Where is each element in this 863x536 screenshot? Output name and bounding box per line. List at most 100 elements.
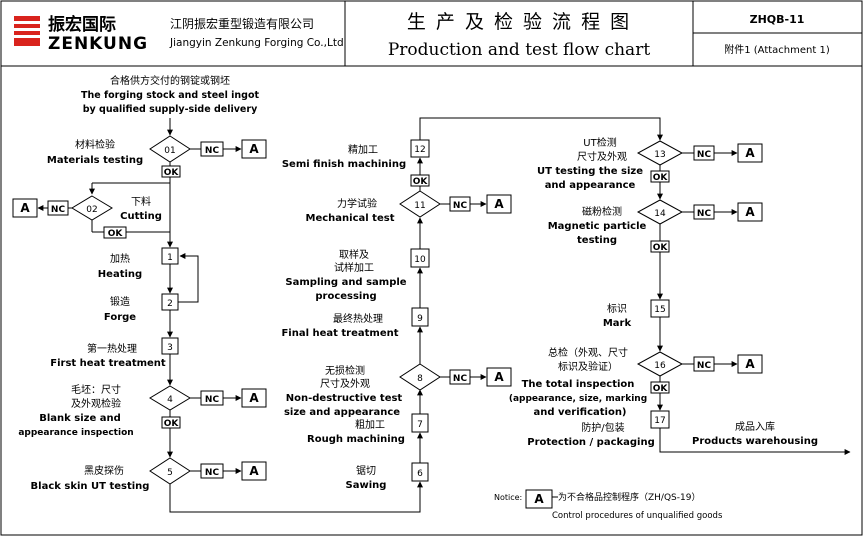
- step-10-en1: Sampling and sample: [285, 277, 406, 288]
- step-17-cn: 防护/包装: [581, 421, 624, 434]
- company-logo: 振宏国际 ZENKUNG: [14, 14, 148, 54]
- step-12-cn: 精加工: [348, 143, 378, 156]
- step-1-en: Heating: [98, 269, 142, 280]
- step-10-cn1: 取样及: [339, 248, 369, 261]
- step-14-cn: 磁粉检测: [582, 205, 622, 218]
- reject-a-5: [241, 461, 267, 481]
- reject-a-01: [241, 139, 267, 159]
- svg-text:A: A: [745, 146, 755, 160]
- step-7-en: Rough machining: [307, 434, 405, 445]
- step-11-cn: 力学试验: [337, 197, 377, 210]
- logo-cn: 振宏国际: [48, 14, 116, 35]
- step-15-en: Mark: [603, 318, 632, 329]
- step-12-en: Semi finish machining: [282, 159, 406, 170]
- source-cn: 合格供方交付的钢锭或钢坯: [110, 74, 230, 87]
- column-right: 13 UT检测 尺寸及外观 UT testing the size and ap…: [509, 136, 851, 455]
- svg-text:1: 1: [167, 253, 173, 263]
- reject-a-14: [737, 202, 763, 222]
- step-01-en: Materials testing: [47, 155, 143, 166]
- svg-text:NC: NC: [697, 361, 712, 371]
- notice-en: Control procedures of unqualified goods: [552, 511, 723, 521]
- svg-text:NC: NC: [697, 150, 712, 160]
- step-8-en2: size and appearance: [284, 407, 400, 418]
- svg-text:13: 13: [654, 150, 665, 160]
- step-13-cn1: UT检测: [583, 136, 616, 149]
- title-en: Production and test flow chart: [388, 40, 650, 60]
- svg-text:15: 15: [654, 305, 665, 315]
- step-2-en: Forge: [104, 312, 136, 323]
- svg-text:NC: NC: [453, 374, 468, 384]
- step-4-en2: appearance inspection: [18, 428, 133, 438]
- svg-text:OK: OK: [413, 177, 429, 187]
- company-cn: 江阴振宏重型锻造有限公司: [170, 16, 314, 31]
- step-02-cn: 下料: [131, 195, 151, 208]
- step-3-cn: 第一热处理: [87, 342, 137, 355]
- svg-text:NC: NC: [453, 201, 468, 211]
- step-14-en2: testing: [577, 235, 617, 246]
- svg-text:16: 16: [654, 361, 666, 371]
- svg-text:OK: OK: [164, 419, 180, 429]
- title-cn: 生 产 及 检 验 流 程 图: [407, 11, 631, 33]
- notice-label: Notice:: [494, 493, 522, 502]
- svg-text:NC: NC: [697, 209, 712, 219]
- svg-text:OK: OK: [653, 243, 669, 253]
- logo-en: ZENKUNG: [48, 34, 148, 54]
- svg-text:OK: OK: [108, 229, 124, 239]
- source-en2: by qualified supply-side delivery: [83, 104, 258, 115]
- reject-a-8: [486, 367, 512, 387]
- step-num-01: 01: [164, 146, 175, 156]
- step-10-cn2: 试样加工: [334, 261, 374, 274]
- svg-text:A: A: [745, 205, 755, 219]
- step-13-en1: UT testing the size: [537, 166, 643, 177]
- step-6-cn: 锯切: [356, 465, 376, 477]
- svg-text:NC: NC: [205, 468, 220, 478]
- svg-text:12: 12: [414, 145, 425, 155]
- svg-text:OK: OK: [653, 384, 669, 394]
- svg-text:A: A: [534, 492, 544, 506]
- svg-text:3: 3: [167, 343, 173, 353]
- svg-text:11: 11: [414, 201, 425, 211]
- svg-text:OK: OK: [164, 168, 180, 178]
- column-left: 合格供方交付的钢锭或钢坯 The forging stock and steel…: [12, 74, 423, 513]
- step-15-cn: 标识: [607, 303, 627, 315]
- step-11-en: Mechanical test: [306, 213, 395, 224]
- svg-text:A: A: [20, 201, 30, 215]
- reject-a-13: [737, 143, 763, 163]
- svg-text:8: 8: [417, 374, 423, 384]
- notice-cn: 为不合格品控制程序（ZH/QS-19）: [558, 491, 700, 503]
- svg-text:9: 9: [417, 314, 423, 324]
- step-4-cn1: 毛坯：尺寸: [71, 383, 121, 396]
- step-9-cn: 最终热处理: [333, 312, 383, 325]
- svg-text:OK: OK: [653, 173, 669, 183]
- svg-text:10: 10: [414, 255, 426, 265]
- step-14-en1: Magnetic particle: [548, 221, 647, 232]
- step-02-en: Cutting: [120, 211, 162, 222]
- warehouse-cn: 成品入库: [735, 420, 775, 433]
- ok-box-01: [161, 165, 181, 178]
- notice: Notice: A 为不合格品控制程序（ZH/QS-19） Control pr…: [494, 489, 723, 521]
- step-16-en2: (appearance, size, marking: [509, 394, 647, 404]
- svg-text:A: A: [494, 197, 504, 211]
- step-13-en2: and appearance: [545, 180, 636, 191]
- svg-text:A: A: [249, 464, 259, 478]
- svg-text:NC: NC: [205, 146, 220, 156]
- step-3-en: First heat treatment: [50, 358, 166, 369]
- warehouse-en: Products warehousing: [692, 436, 818, 447]
- header: 振宏国际 ZENKUNG 江阴振宏重型锻造有限公司 Jiangyin Zenku…: [1, 1, 862, 67]
- step-01-cn: 材料检验: [75, 138, 115, 151]
- company-en: Jiangyin Zenkung Forging Co.,Ltd: [169, 37, 344, 49]
- svg-text:14: 14: [654, 209, 666, 219]
- column-middle: 6 锯切 Sawing 7 粗加工 Rough machining 8 无损检测…: [281, 117, 663, 491]
- svg-text:2: 2: [167, 299, 173, 309]
- svg-text:NC: NC: [51, 205, 66, 215]
- step-8-en1: Non-destructive test: [286, 393, 403, 404]
- step-6-en: Sawing: [346, 480, 387, 491]
- step-8-cn2: 尺寸及外观: [320, 377, 370, 390]
- step-7-cn: 粗加工: [355, 419, 385, 431]
- reject-a-4: [241, 388, 267, 408]
- step-5-cn: 黑皮探伤: [84, 464, 124, 477]
- ok-box-4: [161, 416, 181, 429]
- step-8-cn1: 无损检测: [325, 364, 365, 377]
- decision-8: [399, 363, 441, 391]
- step-5-en: Black skin UT testing: [31, 481, 150, 492]
